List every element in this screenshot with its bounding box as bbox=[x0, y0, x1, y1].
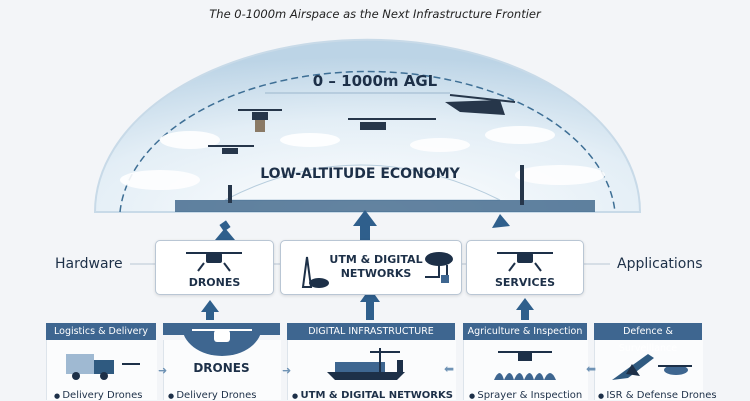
segment-bullet: Sprayer & Inspection bbox=[469, 390, 582, 401]
applications-label: Applications bbox=[617, 256, 703, 272]
segment-header: DIGITAL INFRASTRUCTURE bbox=[287, 323, 455, 340]
layer-drones[interactable]: DRONES bbox=[155, 240, 274, 295]
hardware-label: Hardware bbox=[55, 256, 123, 272]
segment-bullet: Delivery Drones bbox=[54, 390, 142, 401]
layer-label: DRONES bbox=[188, 276, 241, 289]
arrow-left-icon: ⬅ bbox=[444, 362, 455, 376]
arrow-right-icon: ➜ bbox=[158, 364, 168, 377]
drone-icon bbox=[497, 252, 553, 272]
segment-header: Agriculture & Inspection bbox=[463, 323, 587, 340]
jet-icon bbox=[612, 354, 692, 380]
segment-title: DRONES bbox=[193, 361, 250, 375]
drone-icon bbox=[182, 326, 262, 356]
arrow-up-icon bbox=[201, 210, 534, 320]
crop-spray-drone-icon bbox=[494, 351, 556, 380]
drone-icon bbox=[186, 252, 242, 272]
page-title: The 0-1000m Airspace as the Next Infrast… bbox=[209, 7, 541, 21]
segment-bullet: ISR & Defense Drones bbox=[598, 390, 716, 401]
layer-label: UTM & DIGITAL NETWORKS bbox=[329, 253, 423, 280]
truck-icon bbox=[66, 354, 140, 380]
cloud-network-icon bbox=[425, 252, 453, 283]
layer-label: SERVICES bbox=[494, 276, 556, 289]
tower-icon bbox=[228, 165, 524, 205]
airspace-dome bbox=[93, 38, 642, 320]
layer-utm-networks[interactable]: UTM & DIGITAL NETWORKS bbox=[280, 240, 462, 295]
drone-icon bbox=[208, 94, 516, 154]
arrow-left-icon: ⬅ bbox=[586, 362, 597, 376]
segment-bullet: UTM & DIGITAL NETWORKS bbox=[292, 390, 453, 401]
arrow-right-icon: ➜ bbox=[282, 364, 292, 377]
segment-header: Defence & Surveillance bbox=[594, 323, 702, 354]
radio-tower-cloud-icon bbox=[301, 256, 329, 288]
low-altitude-economy-label: LOW-ALTITUDE ECONOMY bbox=[260, 166, 460, 182]
segment-bullet: Delivery Drones bbox=[168, 390, 256, 401]
segment-header: Logistics & Delivery bbox=[46, 323, 156, 340]
altitude-label: 0 – 1000m AGL bbox=[312, 72, 438, 90]
ship-port-icon bbox=[327, 348, 405, 380]
layer-services[interactable]: SERVICES bbox=[466, 240, 584, 295]
